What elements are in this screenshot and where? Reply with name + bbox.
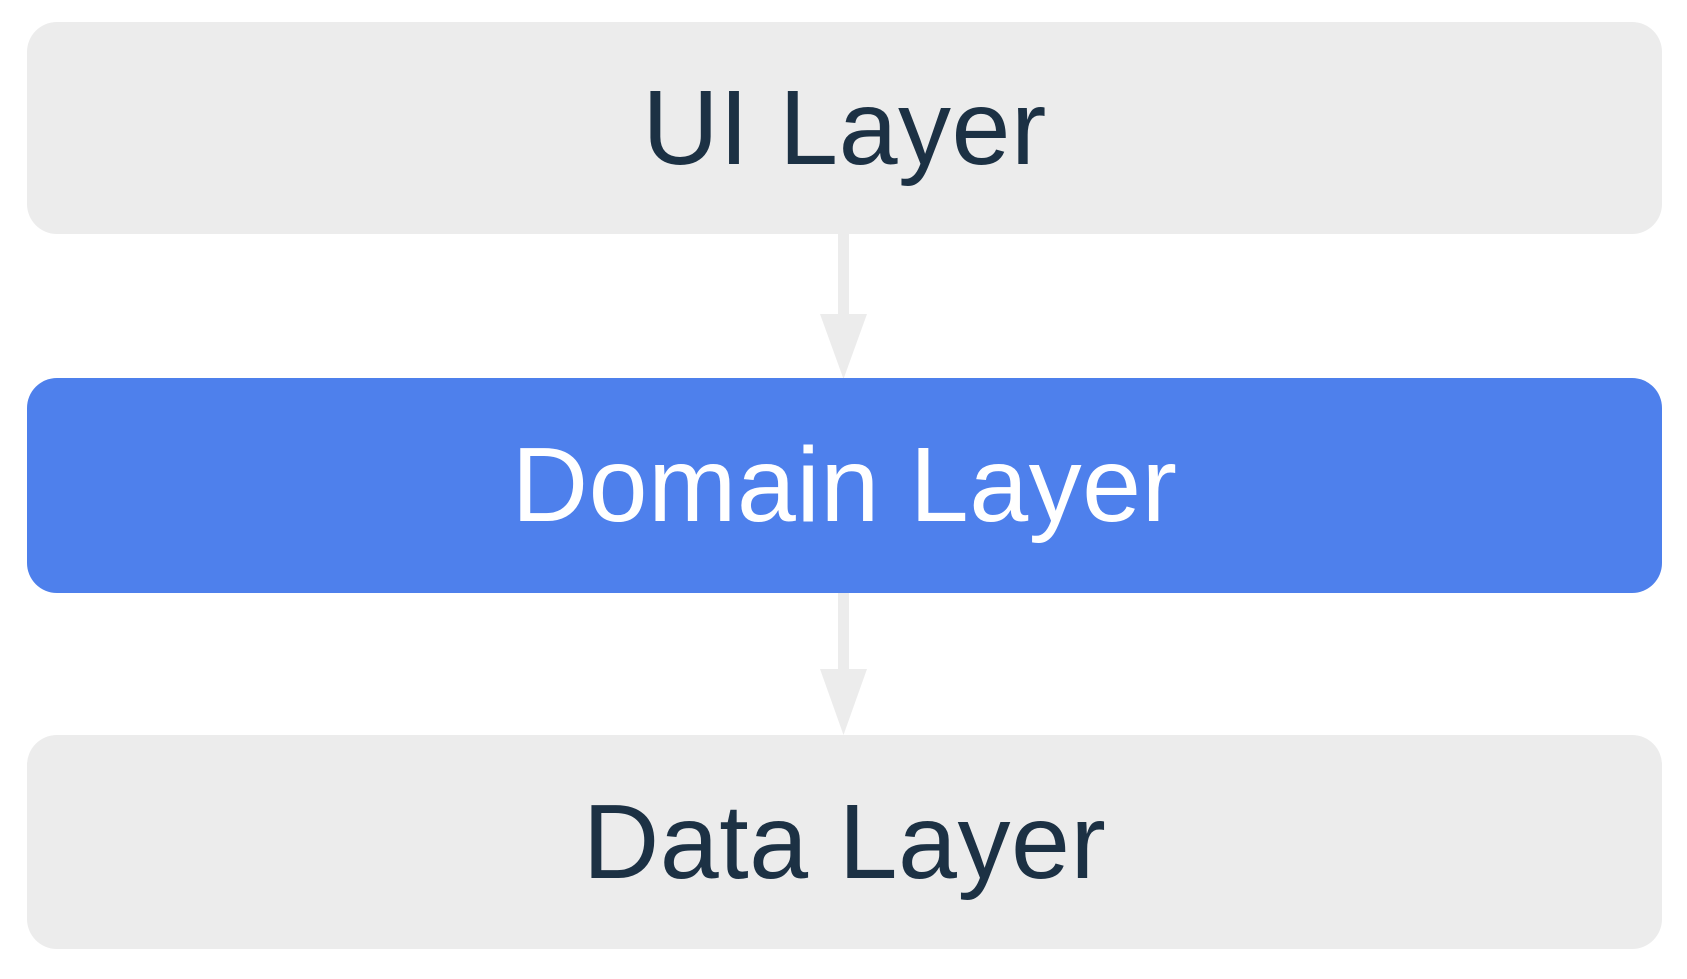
arrow-down-icon xyxy=(820,669,867,735)
node-ui-layer-label: UI Layer xyxy=(642,68,1047,187)
node-data-layer-label: Data Layer xyxy=(582,782,1107,901)
node-ui-layer: UI Layer xyxy=(27,22,1662,234)
arrow-stem xyxy=(838,234,849,315)
node-data-layer: Data Layer xyxy=(27,735,1662,949)
node-domain-layer-label: Domain Layer xyxy=(511,426,1178,544)
arrow-down-icon xyxy=(820,314,867,379)
arrow-stem xyxy=(838,593,849,670)
node-domain-layer: Domain Layer xyxy=(27,378,1662,593)
